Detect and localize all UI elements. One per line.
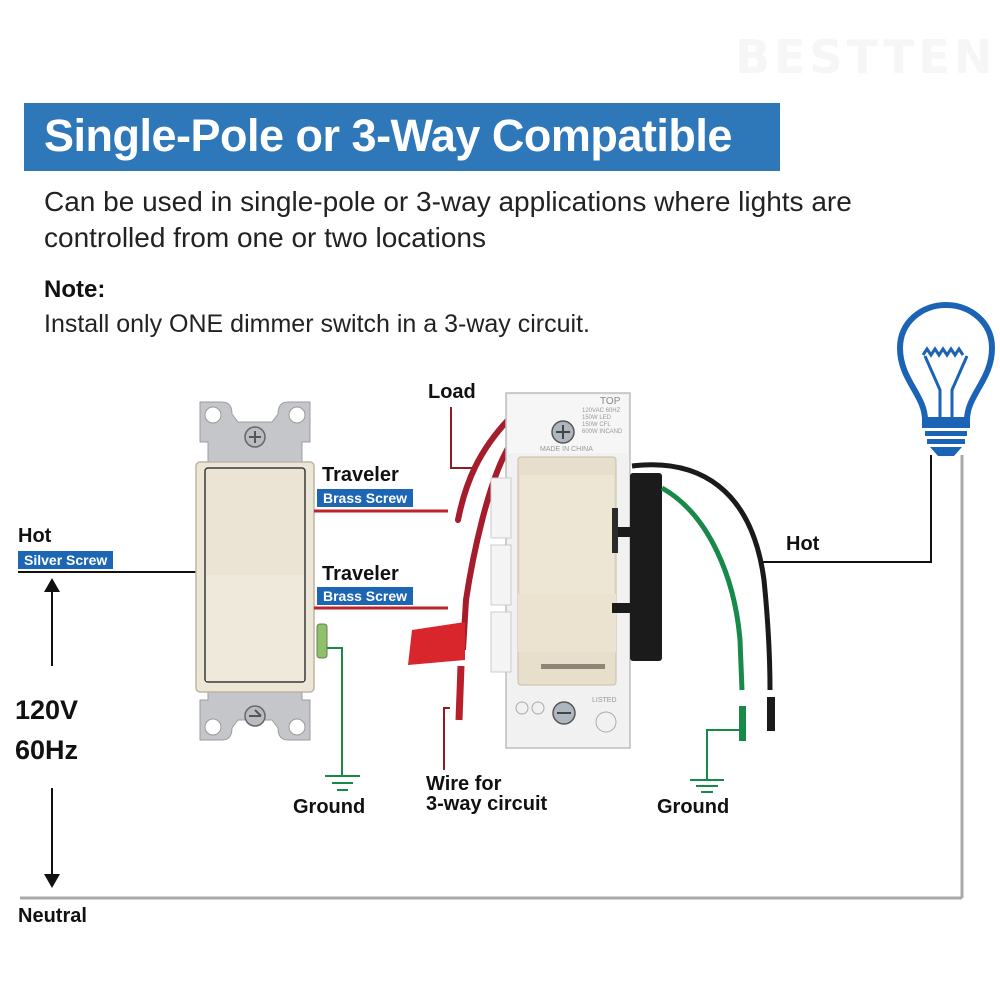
brand-watermark: BESTTEN: [735, 30, 997, 84]
frequency-label: 60Hz: [15, 735, 79, 765]
neutral-wire: [20, 455, 964, 900]
plate-rating-4: 600W INCAND: [582, 429, 623, 435]
ground-wire-left: [325, 647, 360, 791]
plate-rating-2: 150W LED: [582, 415, 612, 421]
load-pointer-line: [450, 407, 475, 469]
note-title: Note:: [44, 276, 106, 303]
dimmer-switch: [490, 392, 662, 749]
brass-screw-tag-top: Brass Screw: [317, 489, 414, 507]
title-banner: [24, 103, 780, 171]
black-wire-end: [767, 697, 775, 731]
right-hot-wire: [762, 455, 932, 563]
right-hot-label: Hot: [786, 533, 820, 555]
wire-tag: [408, 622, 465, 665]
silver-screw-tag: Silver Screw: [18, 551, 114, 569]
description-text: Can be used in single-pole or 3-way appl…: [44, 186, 852, 253]
wire-3way-line1: Wire for: [426, 773, 502, 795]
plate-rating-3: 150W CFL: [582, 422, 611, 428]
arrow-up-icon: [44, 578, 60, 666]
traveler-top-label: Traveler: [322, 464, 399, 486]
ground-left-label: Ground: [293, 796, 366, 818]
dimmer-black-wire: [631, 462, 773, 691]
plate-rating-1: 120VAC 60HZ: [582, 408, 621, 414]
page-title: Single-Pole or 3-Way Compatible: [44, 110, 732, 161]
three-way-switch: [195, 401, 328, 741]
dimmer-green-wire: [660, 485, 745, 691]
brass-screw-tag-bottom: Brass Screw: [317, 587, 414, 605]
wire-3way-line2: 3-way circuit: [426, 793, 548, 815]
load-label: Load: [428, 381, 476, 403]
left-hot-label: Hot: [18, 525, 52, 547]
voltage-label: 120V: [15, 695, 79, 725]
wire-3way-pointer-line: [443, 707, 450, 770]
plate-top-label: TOP: [600, 396, 621, 407]
plate-made-in: MADE IN CHINA: [540, 446, 593, 453]
plate-listed: LISTED: [592, 697, 617, 704]
wire-3way-note: Wire for 3-way circuit: [426, 774, 547, 814]
plate-ratings: 120VAC 60HZ 150W LED 150W CFL 600W INCAN…: [582, 408, 628, 436]
light-bulb-icon: [896, 301, 996, 456]
neutral-label: Neutral: [18, 905, 87, 927]
traveler-bottom-label: Traveler: [322, 563, 399, 585]
ground-right-label: Ground: [657, 796, 730, 818]
ground-wire-right: [690, 729, 740, 793]
dimmer-red-wires: [408, 417, 513, 721]
green-wire-end: [739, 706, 746, 741]
arrow-down-icon: [44, 788, 60, 888]
note-text: Install only ONE dimmer switch in a 3-wa…: [44, 310, 590, 338]
